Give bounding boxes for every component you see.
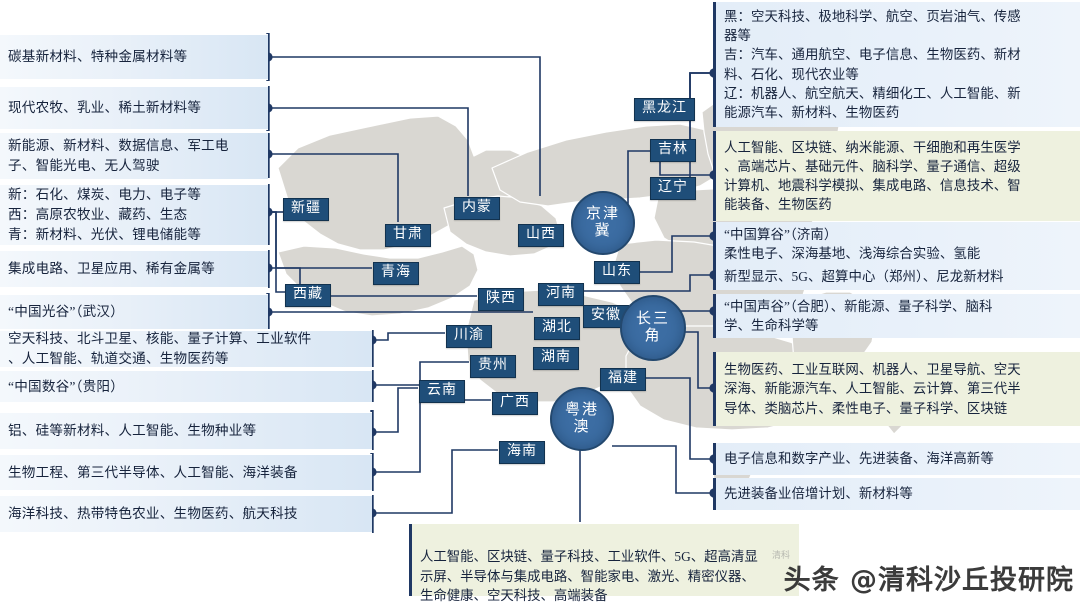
right-item-fujian[interactable]: 电子信息和数字产业、先进装备、海洋高新等 — [713, 443, 1080, 475]
map-label-text: 山西 — [526, 227, 556, 242]
map-label-text: 吉林 — [658, 142, 688, 157]
map-label-text: 甘肃 — [393, 227, 423, 242]
map-label-text: 西藏 — [293, 287, 323, 302]
map-label-yunnan[interactable]: 云南 — [419, 380, 465, 403]
map-label-text: 福建 — [608, 371, 638, 386]
right-item-text: 先进装备业倍增计划、新材料等 — [724, 486, 913, 502]
map-label-chuanyu[interactable]: 川渝 — [446, 325, 492, 348]
left-item-text: 铝、硅等新材料、人工智能、生物种业等 — [8, 423, 257, 439]
map-label-anhui[interactable]: 安徽 — [583, 305, 629, 328]
map-circle-text: 京津 冀 — [585, 206, 620, 239]
map-label-text: 青海 — [381, 265, 411, 280]
map-label-shandong[interactable]: 山东 — [594, 261, 640, 284]
bottom-item-text: 人工智能、区块链、量子科技、工业软件、5G、超高清显 示屏、半导体与集成电路、智… — [420, 549, 758, 604]
right-item-changsanjiao[interactable]: 生物医药、工业互联网、机器人、卫星导航、空天 深海、新能源汽车、人工智能、云计算… — [713, 352, 1080, 426]
watermark-small: 清科 — [772, 551, 791, 561]
right-item-text: 黑：空天科技、极地科学、航空、页岩油气、传感 器等 吉：汽车、通用航空、电子信息… — [724, 9, 1021, 120]
left-item-sheng-wu[interactable]: 生物工程、第三代半导体、人工智能、海洋装备 — [0, 454, 372, 491]
map-label-text: 陕西 — [486, 291, 516, 306]
left-item-xin-xi-qing[interactable]: 新：石化、煤炭、电力、电子等 西：高原农牧业、藏药、生态 青：新材料、光伏、锂电… — [0, 184, 268, 246]
map-label-shanxi[interactable]: 山西 — [518, 224, 564, 247]
map-label-text: 广西 — [500, 395, 530, 410]
map-circle-changsanjiao[interactable]: 长三 角 — [620, 295, 686, 361]
left-item-lv-gui[interactable]: 铝、硅等新材料、人工智能、生物种业等 — [0, 412, 372, 450]
map-label-liaoning[interactable]: 辽宁 — [650, 177, 696, 200]
map-label-qinghai[interactable]: 青海 — [373, 262, 419, 285]
left-item-text: 生物工程、第三代半导体、人工智能、海洋装备 — [8, 464, 298, 480]
map-circle-jingjinji[interactable]: 京津 冀 — [571, 191, 635, 255]
left-item-xian-dai[interactable]: 现代农牧、乳业、稀土新材料等 — [0, 86, 268, 130]
left-item-shu-gu[interactable]: “中国数谷”（贵阳） — [0, 370, 372, 403]
left-item-kong-tian[interactable]: 空天科技、北斗卫星、核能、量子计算、工业软件 、人工智能、轨道交通、生物医药等 — [0, 330, 372, 368]
right-item-text: 新型显示、5G、超算中心（郑州）、尼龙新材料 — [724, 269, 1004, 285]
map-label-shaanxi[interactable]: 陕西 — [478, 288, 524, 311]
bottom-item-yuegangao[interactable]: 人工智能、区块链、量子科技、工业软件、5G、超高清显 示屏、半导体与集成电路、智… — [409, 524, 799, 603]
map-circle-text: 长三 角 — [635, 311, 670, 344]
map-label-text: 辽宁 — [658, 180, 688, 195]
map-label-text: 湖北 — [542, 320, 572, 335]
map-label-neimeng[interactable]: 内蒙 — [454, 197, 500, 220]
left-item-text: 现代农牧、乳业、稀土新材料等 — [8, 100, 202, 116]
left-item-text: 新：石化、煤炭、电力、电子等 西：高原农牧业、藏药、生态 青：新材料、光伏、锂电… — [8, 187, 202, 242]
left-item-text: 新能源、新材料、数据信息、军工电 子、智能光电、无人驾驶 — [8, 138, 229, 173]
map-label-xizang[interactable]: 西藏 — [285, 284, 331, 307]
map-label-heilongjiang[interactable]: 黑龙江 — [634, 98, 695, 121]
map-label-text: 安徽 — [591, 308, 621, 323]
left-item-hai-yang[interactable]: 海洋科技、热带特色农业、生物医药、航天科技 — [0, 495, 372, 533]
map-label-text: 山东 — [602, 264, 632, 279]
right-item-jingjinji[interactable]: 人工智能、区块链、纳米能源、干细胞和再生医学 、高端芯片、基础元件、脑科学、量子… — [713, 131, 1080, 221]
map-label-hainan[interactable]: 海南 — [499, 441, 545, 464]
map-label-text: 海南 — [507, 444, 537, 459]
map-label-henan[interactable]: 河南 — [538, 283, 584, 306]
map-label-text: 黑龙江 — [642, 101, 687, 116]
map-label-text: 贵州 — [478, 358, 508, 373]
right-item-anhui[interactable]: “中国声谷”（合肥）、新能源、量子科学、脑科 学、生命科学等 — [713, 294, 1080, 338]
watermark: 头条 @清科沙丘投研院 — [783, 565, 1074, 596]
right-item-text: “中国声谷”（合肥）、新能源、量子科学、脑科 学、生命科学等 — [724, 298, 993, 333]
map-label-text: 河南 — [546, 286, 576, 301]
left-item-text: 空天科技、北斗卫星、核能、量子计算、工业软件 、人工智能、轨道交通、生物医药等 — [8, 331, 312, 366]
right-item-dongbei[interactable]: 黑：空天科技、极地科学、航空、页岩油气、传感 器等 吉：汽车、通用航空、电子信息… — [713, 2, 1080, 127]
left-item-text: 碳基新材料、特种金属材料等 — [8, 49, 188, 65]
map-circle-text: 粤港 澳 — [564, 402, 599, 435]
right-item-xianjin[interactable]: 先进装备业倍增计划、新材料等 — [713, 478, 1080, 510]
map-circle-yuegangao[interactable]: 粤港 澳 — [550, 387, 614, 451]
left-item-ji-cheng[interactable]: 集成电路、卫星应用、稀有金属等 — [0, 250, 268, 288]
map-label-guizhou[interactable]: 贵州 — [470, 355, 516, 378]
map-label-text: 新疆 — [291, 201, 321, 216]
map-label-text: 云南 — [427, 383, 457, 398]
right-item-text: 生物医药、工业互联网、机器人、卫星导航、空天 深海、新能源汽车、人工智能、云计算… — [724, 362, 1021, 416]
left-item-tan-ji[interactable]: 碳基新材料、特种金属材料等 — [0, 34, 268, 80]
map-label-text: 内蒙 — [462, 200, 492, 215]
left-item-guang-gu[interactable]: “中国光谷”（武汉） — [0, 294, 268, 330]
map-label-gansu[interactable]: 甘肃 — [385, 224, 431, 247]
right-item-shandong[interactable]: “中国算谷”（济南） 柔性电子、深海基地、浅海综合实验、氢能 — [713, 222, 1080, 266]
map-label-text: 川渝 — [454, 328, 484, 343]
map-label-hubei[interactable]: 湖北 — [534, 317, 580, 340]
map-label-text: 湖南 — [541, 350, 571, 365]
map-label-guangxi[interactable]: 广西 — [492, 392, 538, 415]
left-item-text: “中国光谷”（武汉） — [8, 304, 125, 320]
map-label-xinjiang[interactable]: 新疆 — [283, 198, 329, 221]
map-label-hunan[interactable]: 湖南 — [533, 347, 579, 370]
right-item-henan[interactable]: 新型显示、5G、超算中心（郑州）、尼龙新材料 — [713, 264, 1080, 290]
left-item-text: 海洋科技、热带特色农业、生物医药、航天科技 — [8, 506, 298, 522]
right-item-text: “中国算谷”（济南） 柔性电子、深海基地、浅海综合实验、氢能 — [724, 226, 981, 261]
right-item-text: 人工智能、区块链、纳米能源、干细胞和再生医学 、高端芯片、基础元件、脑科学、量子… — [724, 139, 1021, 213]
left-item-xin-neng[interactable]: 新能源、新材料、数据信息、军工电 子、智能光电、无人驾驶 — [0, 132, 268, 180]
map-label-jilin[interactable]: 吉林 — [650, 139, 696, 162]
left-item-text: 集成电路、卫星应用、稀有金属等 — [8, 261, 215, 277]
right-item-text: 电子信息和数字产业、先进装备、海洋高新等 — [724, 451, 994, 467]
map-label-fujian[interactable]: 福建 — [600, 368, 646, 391]
left-item-text: “中国数谷”（贵阳） — [8, 378, 125, 394]
